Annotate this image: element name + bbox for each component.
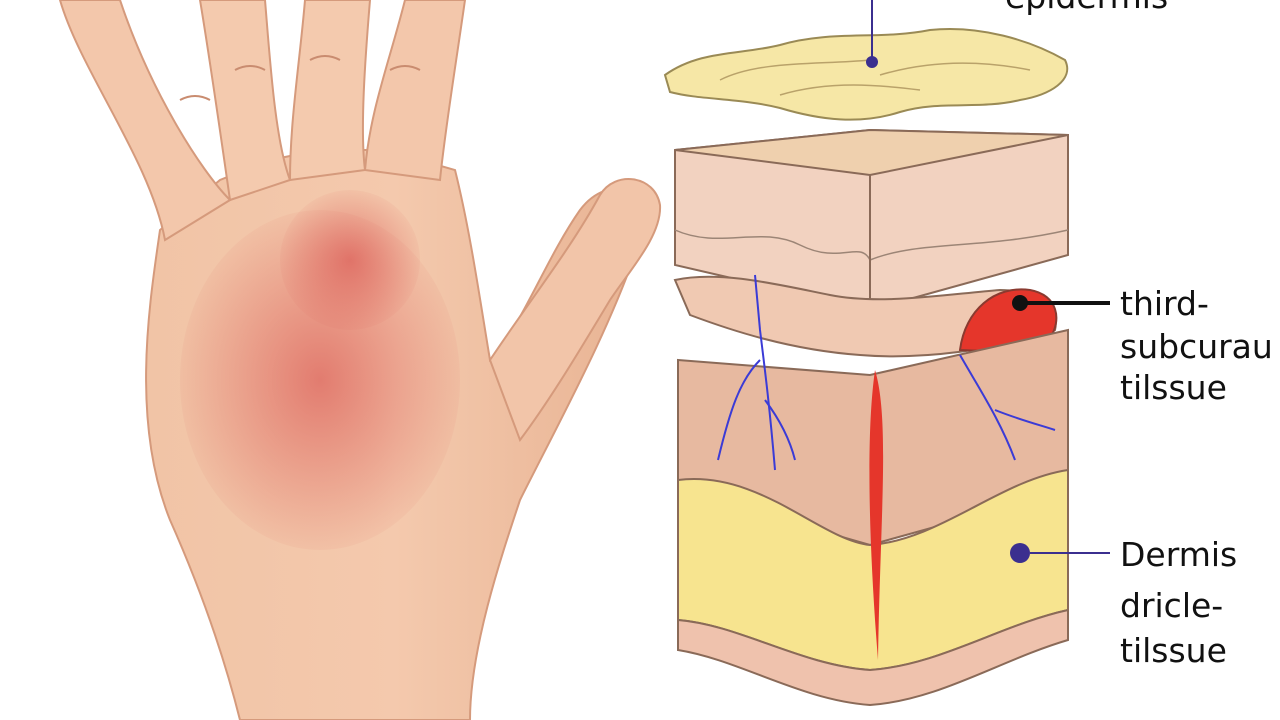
label-dermis: Dermis (1120, 535, 1237, 574)
skin-layer-diagram (663, 0, 1110, 707)
epidermis-sheet (663, 28, 1069, 121)
vessels (717, 274, 1056, 471)
label-dricle: dricle- (1120, 586, 1223, 625)
label-tilssue-1: tilssue (1120, 368, 1227, 407)
hand-image (58, 0, 662, 720)
label-third: third- (1120, 284, 1209, 323)
label-tilssue-2: tilssue (1120, 631, 1227, 670)
label-subcurau: subcurau (1120, 327, 1273, 366)
label-epidermis: epidermis (1005, 0, 1168, 16)
